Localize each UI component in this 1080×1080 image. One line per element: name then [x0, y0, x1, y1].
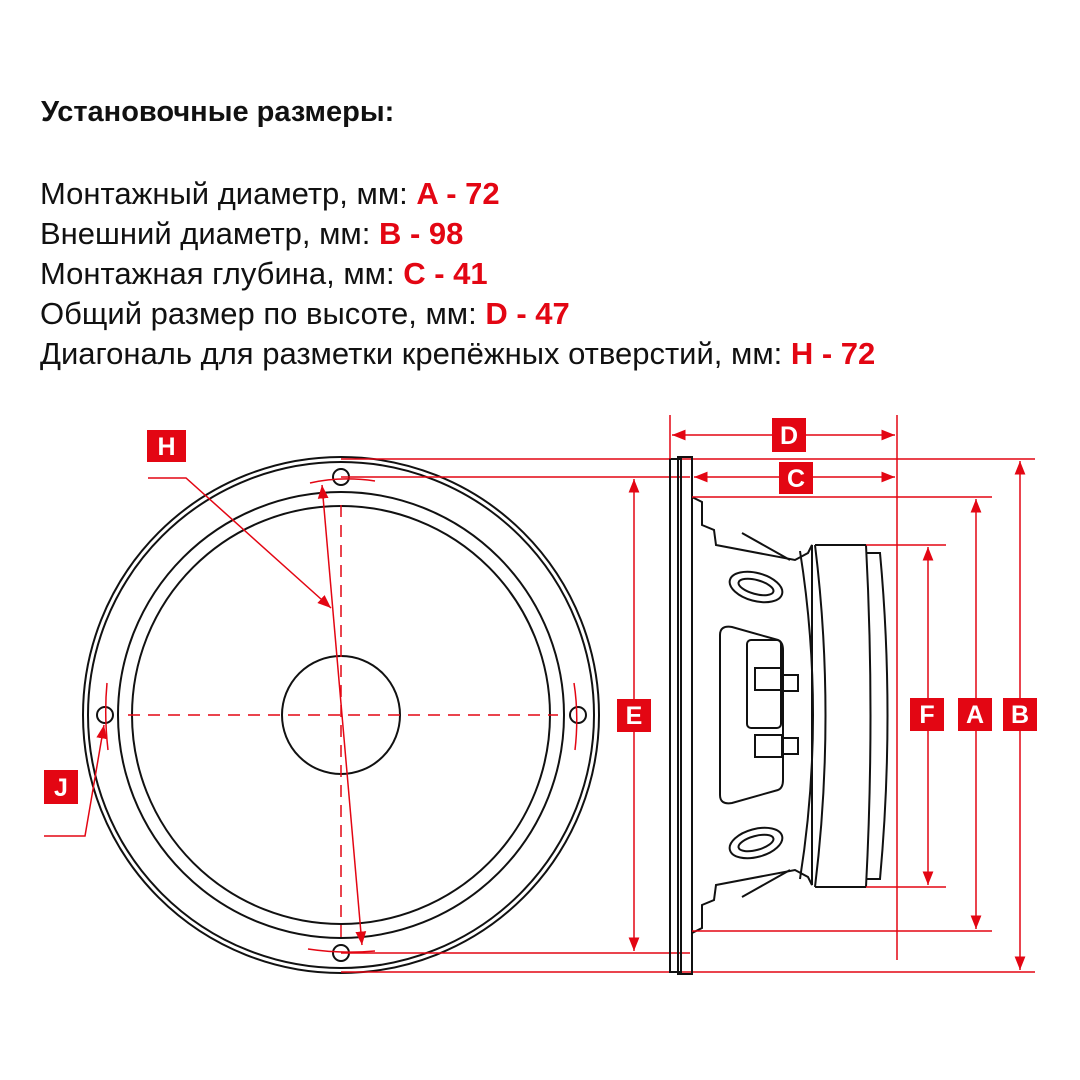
spec-value: A - 72	[416, 176, 500, 211]
label-f: F	[910, 698, 944, 731]
svg-text:C: C	[787, 465, 805, 493]
spec-label: Внешний диаметр, мм:	[40, 216, 371, 251]
spec-total-height: Общий размер по высоте, мм: D - 47	[40, 294, 875, 334]
terminal-plate	[719, 625, 784, 805]
svg-text:J: J	[54, 774, 68, 802]
spec-list: Монтажный диаметр, мм: A - 72 Внешний ди…	[40, 174, 875, 374]
svg-text:A: A	[966, 701, 984, 729]
h-leader	[148, 477, 332, 609]
svg-text:E: E	[626, 702, 643, 730]
h-dimension-line	[317, 484, 367, 946]
page-title: Установочные размеры:	[41, 96, 395, 128]
spec-outer-diameter: Внешний диаметр, мм: B - 98	[40, 214, 875, 254]
svg-text:H: H	[157, 433, 175, 461]
mount-hole-right	[569, 706, 587, 724]
spec-label: Общий размер по высоте, мм:	[40, 296, 477, 331]
magnet	[814, 544, 872, 888]
spec-value: C - 41	[403, 256, 488, 291]
spec-hole-diagonal: Диагональ для разметки крепёжных отверст…	[40, 334, 875, 374]
outer-rim-inner	[87, 461, 595, 969]
label-b: B	[1003, 698, 1037, 731]
label-j: J	[44, 770, 78, 804]
svg-text:B: B	[1011, 701, 1029, 729]
flange-frame	[677, 456, 693, 975]
basket-struts	[741, 532, 791, 898]
side-view	[669, 456, 889, 975]
outer-rim	[82, 456, 600, 974]
terminal-tab-top	[781, 674, 799, 692]
vent-slot-bottom-inner	[737, 833, 775, 853]
magnet-front-plate	[799, 550, 814, 880]
spec-mounting-diameter: Монтажный диаметр, мм: A - 72	[40, 174, 875, 214]
spec-label: Диагональ для разметки крепёжных отверст…	[40, 336, 783, 371]
svg-text:D: D	[780, 422, 798, 450]
magnet-back-plate	[866, 552, 889, 880]
vent-slot-top-inner	[737, 577, 775, 597]
svg-text:F: F	[919, 701, 934, 729]
vent-slot-top	[728, 570, 784, 604]
spec-label: Монтажная глубина, мм:	[40, 256, 395, 291]
vent-slot-bottom	[728, 826, 784, 860]
label-h: H	[147, 430, 186, 462]
label-a: A	[958, 698, 992, 731]
spec-value: H - 72	[790, 336, 876, 371]
j-leader	[44, 724, 108, 837]
basket-outline	[691, 496, 813, 934]
hole-circle-arcs	[104, 478, 578, 953]
label-c: C	[779, 462, 813, 494]
terminal-block	[746, 639, 782, 729]
front-annotations	[44, 458, 1035, 973]
spec-mounting-depth: Монтажная глубина, мм: C - 41	[40, 254, 875, 294]
spec-label: Монтажный диаметр, мм:	[40, 176, 408, 211]
terminal-tab-bottom	[781, 737, 799, 755]
label-e: E	[617, 699, 651, 732]
terminal-bottom	[754, 734, 783, 758]
flange-gasket	[669, 458, 682, 973]
label-d: D	[772, 418, 806, 452]
terminal-top	[754, 667, 783, 691]
spec-value: B - 98	[378, 216, 464, 251]
spec-value: D - 47	[485, 296, 570, 331]
